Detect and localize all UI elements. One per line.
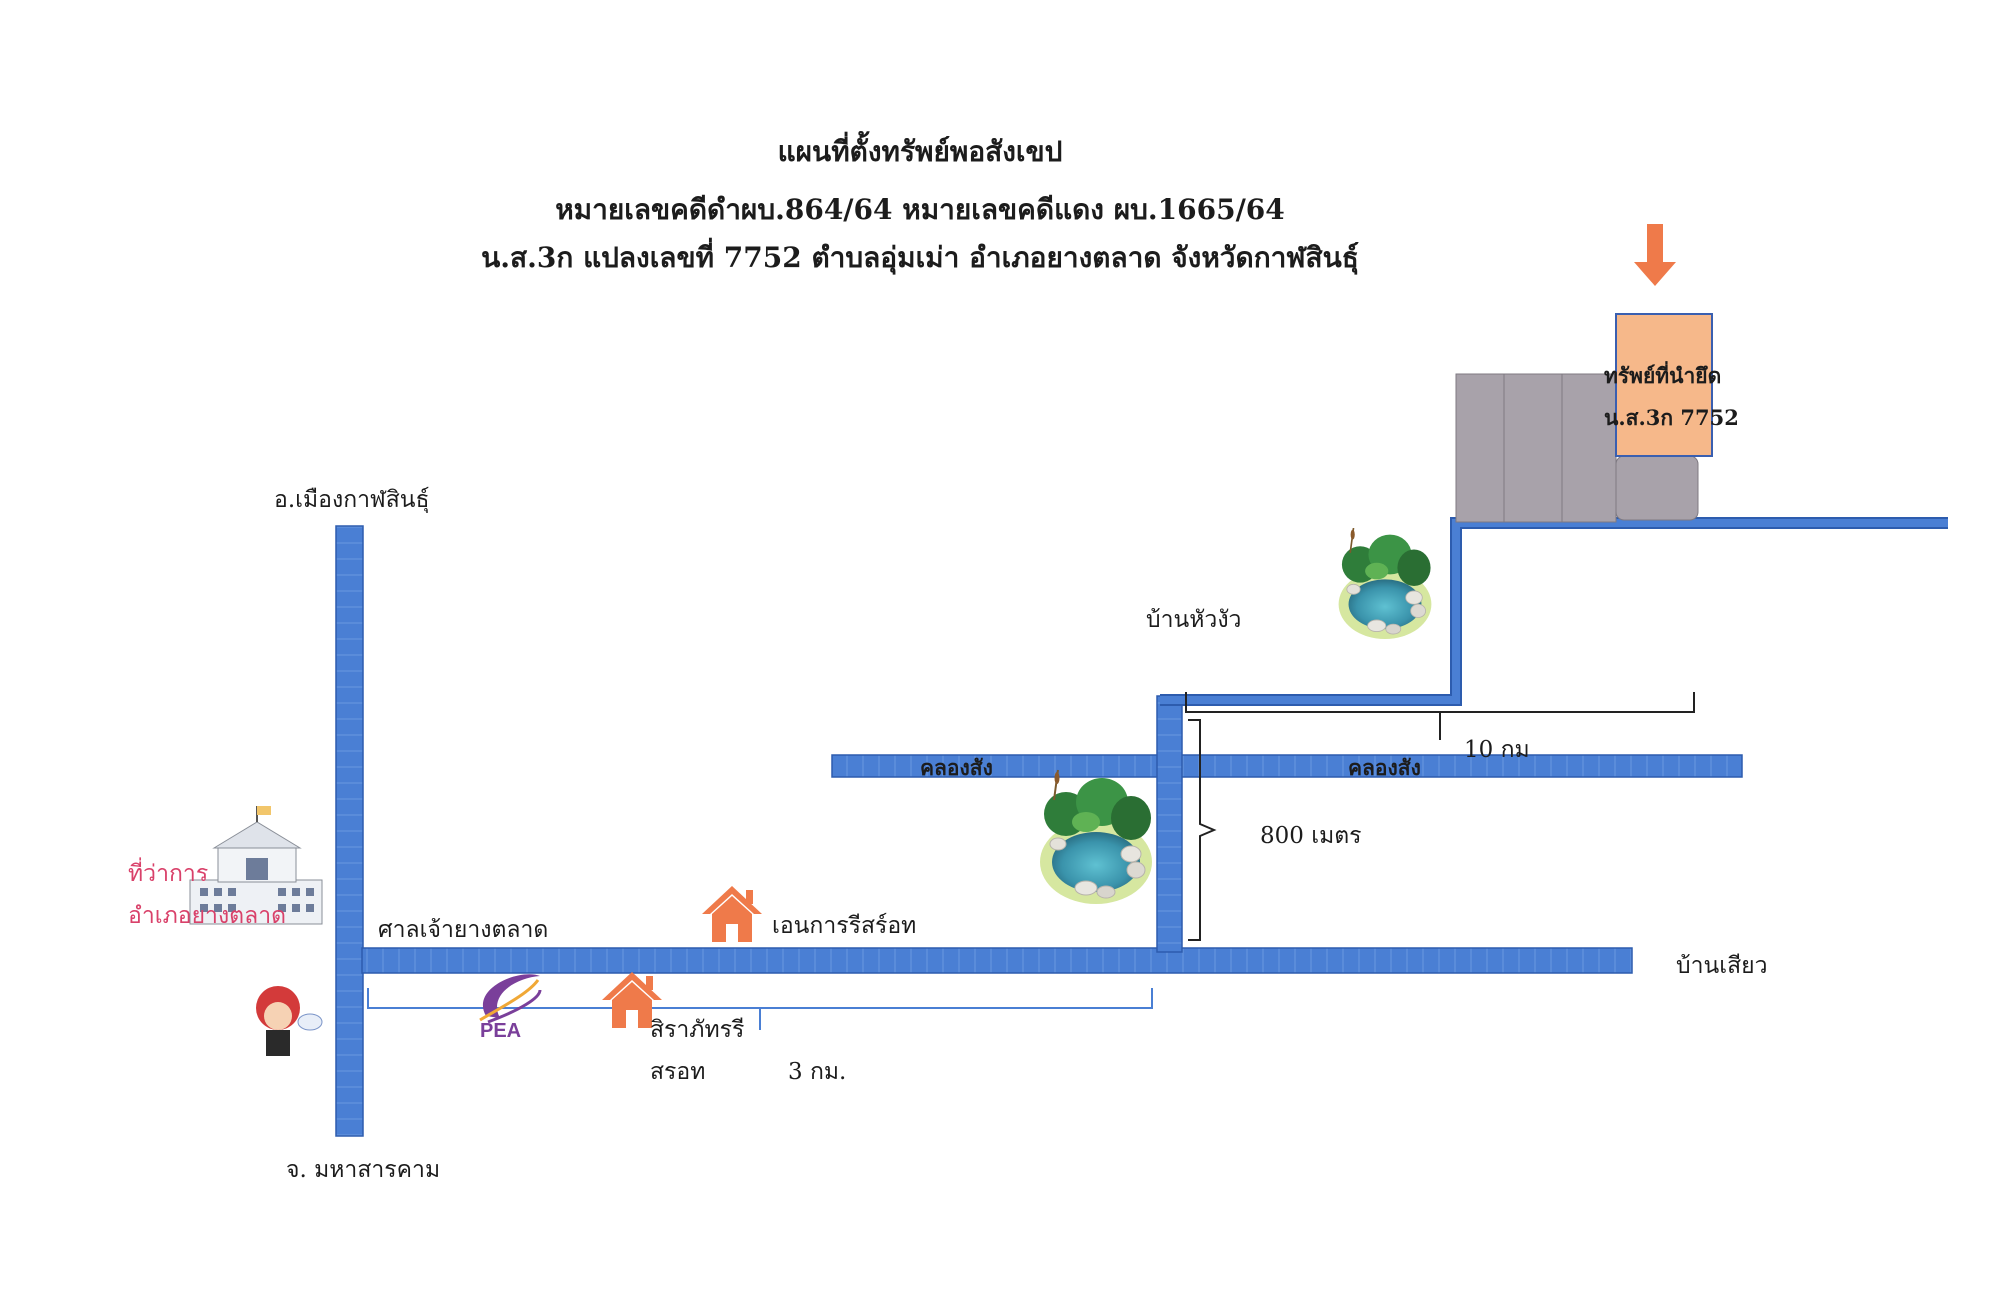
label-canal-left: คลองสัง <box>920 755 993 780</box>
label-enkarn-resort: เอนการรีสร์อท <box>772 913 917 939</box>
map-title-line1: แผนที่ตั้งทรัพย์พอสังเขป <box>777 135 1063 168</box>
label-ban-hua-ngua: บ้านหัวงัว <box>1146 607 1242 633</box>
label-property-1: ทรัพย์ที่นำยึด <box>1604 363 1722 388</box>
label-sarapat-1: สิราภัทรรี <box>650 1017 745 1043</box>
canal-road <box>831 754 1743 778</box>
pond-icon <box>1038 768 1154 906</box>
label-south-end: จ. มหาสารคาม <box>286 1157 441 1183</box>
post-mascot-icon <box>256 986 323 1056</box>
map-title-line2: หมายเลขคดีดำผบ.864/64 หมายเลขคดีแดง ผบ.1… <box>555 193 1285 226</box>
label-shrine: ศาลเจ้ายางตลาด <box>378 917 549 943</box>
neighbor-plots <box>1455 373 1699 523</box>
label-pea: PEA <box>480 1020 522 1042</box>
district-office-icon <box>189 806 323 925</box>
label-canal-right: คลองสัง <box>1348 755 1421 780</box>
pea-logo-icon <box>479 974 542 1024</box>
road-main-horizontal <box>361 947 1633 974</box>
road-branch-vertical <box>1156 695 1183 953</box>
bracket-800m <box>1188 719 1217 941</box>
label-distance-3km: 3 กม. <box>788 1059 847 1085</box>
label-district-office-1: ที่ว่าการ <box>128 861 209 887</box>
label-sarapat-2: สรอท <box>650 1059 706 1085</box>
label-district-office-2: อำเภอยางตลาด <box>128 903 287 929</box>
property-plot <box>1615 313 1713 457</box>
pond-icon <box>1337 528 1433 640</box>
label-ban-siao: บ้านเสียว <box>1676 953 1768 979</box>
map-title-line3: น.ส.3ก แปลงเลขที่ 7752 ตำบลอุ่มเม่า อำเภ… <box>481 241 1359 274</box>
down-arrow-icon <box>1634 224 1676 286</box>
label-north-end: อ.เมืองกาฬสินธุ์ <box>274 487 430 513</box>
road-main-vertical <box>335 525 364 1137</box>
label-distance-10km: 10 กม <box>1464 737 1530 763</box>
road-step <box>1160 517 1948 706</box>
label-property-2: น.ส.3ก 7752 <box>1604 405 1739 430</box>
bracket-3km <box>367 988 1153 1030</box>
house-icon <box>702 886 762 942</box>
label-distance-800m: 800 เมตร <box>1260 823 1362 849</box>
bracket-10km <box>1185 692 1695 740</box>
